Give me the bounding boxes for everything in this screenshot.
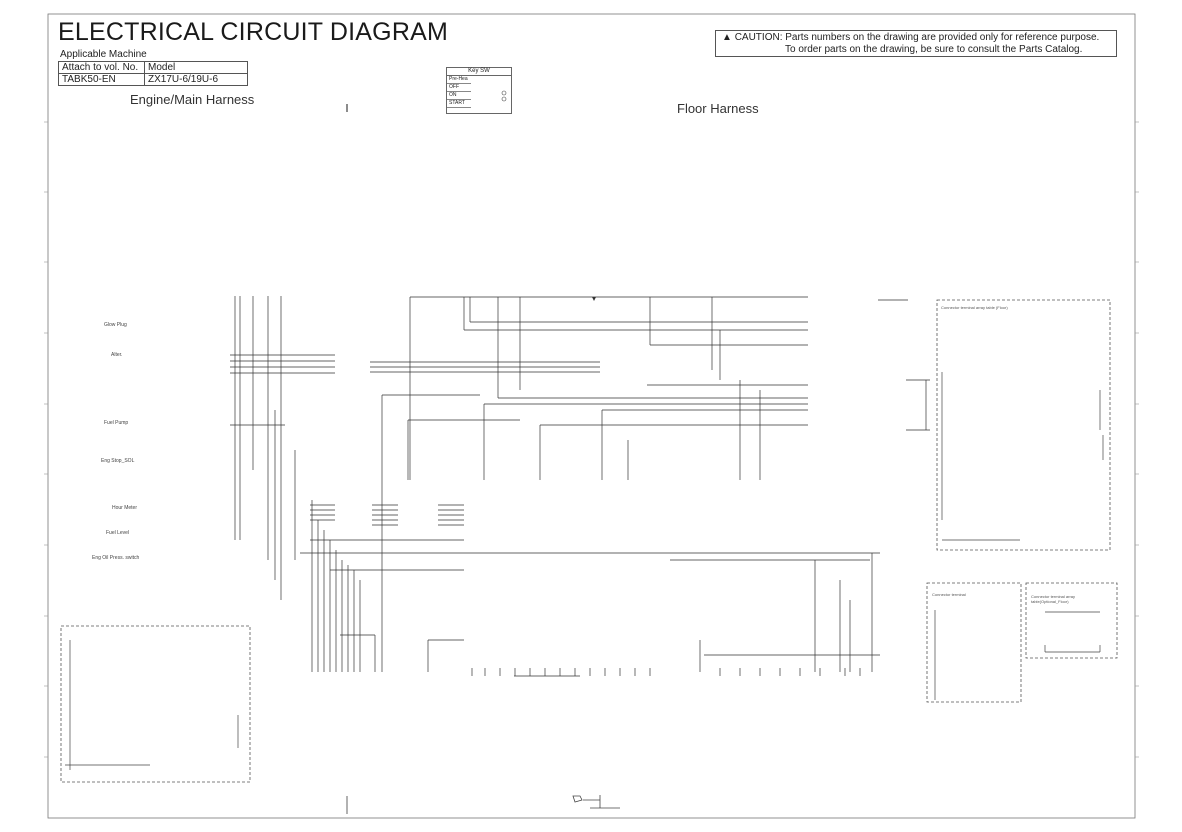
model-table-cell: TABK50-EN xyxy=(58,73,145,86)
model-table-header-row: Attach to vol. No. Model xyxy=(58,61,248,74)
caution-text-1: CAUTION: Parts numbers on the drawing ar… xyxy=(734,32,1100,43)
model-table-header-cell: Attach to vol. No. xyxy=(58,61,145,74)
key-switch-title: Key SW xyxy=(447,68,511,76)
key-switch-row: OFF xyxy=(447,84,471,92)
component-label: Alter. xyxy=(111,352,123,358)
applicable-machine-label: Applicable Machine xyxy=(60,49,147,60)
connector-box-floor-label: Connector terminal array table (Floor) xyxy=(941,305,1008,310)
component-label: Hour Meter xyxy=(112,505,138,511)
model-table-cell: ZX17U-6/19U-6 xyxy=(144,73,248,86)
key-switch-row: START xyxy=(447,100,471,108)
key-switch-row: Pre-Hea xyxy=(447,76,471,84)
model-table-row: TABK50-EN ZX17U-6/19U-6 xyxy=(58,73,248,86)
component-label: Eng Oil Press. switch xyxy=(92,555,140,561)
model-table: Attach to vol. No. Model TABK50-EN ZX17U… xyxy=(58,61,248,86)
caution-box: ▲ CAUTION: Parts numbers on the drawing … xyxy=(715,30,1117,57)
component-label: Fuel Pump xyxy=(104,420,129,426)
connector-box-option-floor-label: Connector terminal array table(Optional_… xyxy=(1031,594,1076,604)
connector-box-cab-label: Connector terminal xyxy=(932,592,966,597)
section-title-floor: Floor Harness xyxy=(677,101,759,116)
warning-triangle-icon: ▲ xyxy=(722,32,732,43)
component-label: Eng Stop_SOL xyxy=(101,458,135,464)
component-label: Fuel Level xyxy=(106,530,130,536)
key-switch: Key SW Pre-Hea OFF ON START xyxy=(446,67,512,114)
caution-line-2: To order parts on the drawing, be sure t… xyxy=(785,44,1083,55)
component-label: Glow Plug xyxy=(104,322,127,328)
caution-line-1: ▲ CAUTION: Parts numbers on the drawing … xyxy=(722,32,1116,44)
page-title: ELECTRICAL CIRCUIT DIAGRAM xyxy=(58,18,448,46)
section-title-engine-main: Engine/Main Harness xyxy=(130,92,255,107)
key-switch-row: ON xyxy=(447,92,471,100)
model-table-header-cell: Model xyxy=(144,61,248,74)
